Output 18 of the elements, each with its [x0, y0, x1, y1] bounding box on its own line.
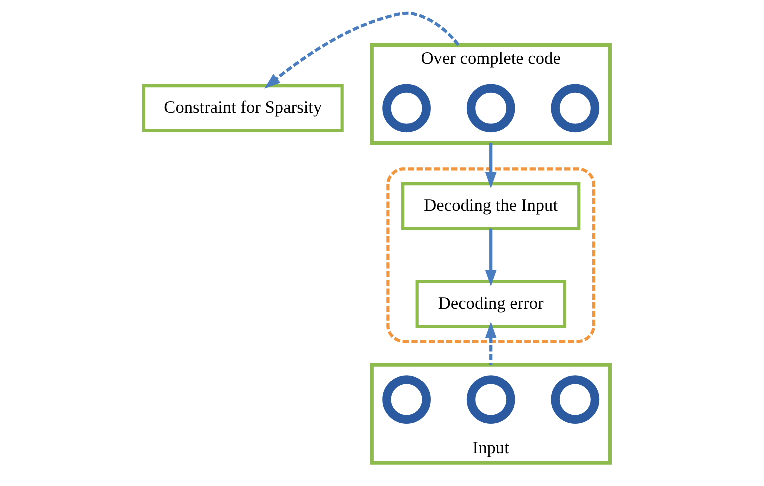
arrow: [485, 143, 497, 189]
node-circle: [466, 376, 516, 424]
cluster: [386, 168, 596, 344]
cluster: [370, 43, 612, 145]
arrow: [485, 322, 497, 366]
node-circle: [382, 84, 431, 133]
node-label: Over complete code: [421, 49, 561, 68]
node-box: Constraint for Sparsity: [142, 84, 344, 132]
node-circle: [551, 84, 600, 133]
node-label: Input: [472, 438, 510, 458]
node-circle: [466, 84, 516, 133]
arrow: [264, 12, 460, 89]
node-circle: [382, 376, 431, 424]
arrow: [485, 228, 497, 287]
node-box: Decoding error: [416, 280, 566, 328]
cluster: [370, 363, 612, 465]
node-circle: [551, 376, 600, 424]
node-box: Decoding the Input: [402, 182, 581, 230]
